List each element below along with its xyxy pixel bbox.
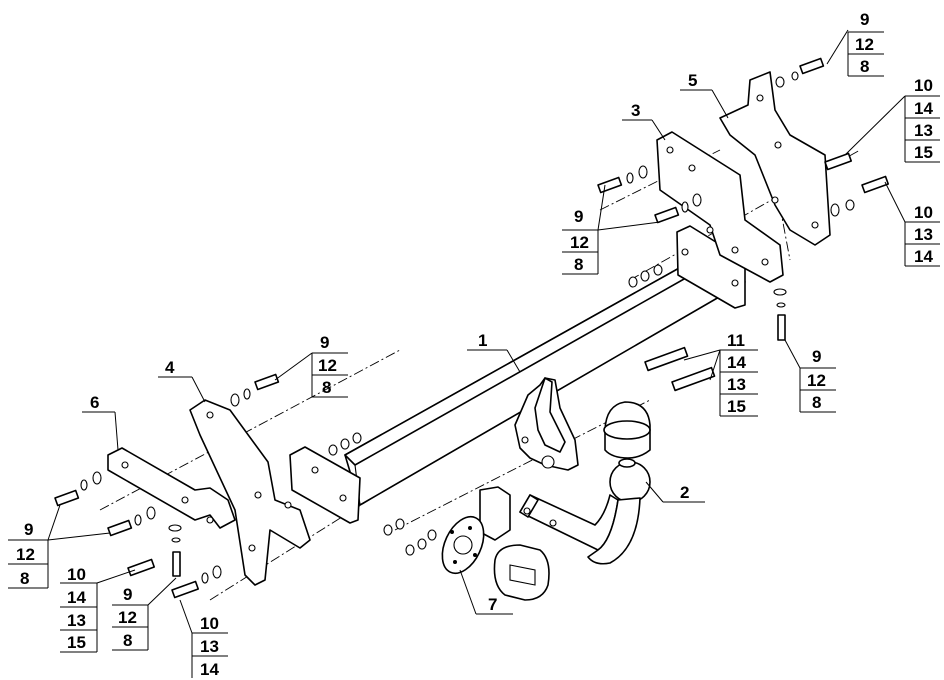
right-side-bracket — [656, 131, 784, 283]
svg-text:9: 9 — [860, 10, 869, 29]
electrical-socket-assembly — [441, 486, 550, 601]
svg-text:12: 12 — [16, 545, 35, 564]
svg-text:7: 7 — [488, 595, 497, 614]
svg-text:5: 5 — [688, 71, 697, 90]
svg-text:13: 13 — [67, 611, 86, 630]
svg-text:14: 14 — [67, 588, 86, 607]
svg-text:13: 13 — [914, 121, 933, 140]
callout-stack-right-bolt: 9 12 8 — [784, 339, 836, 413]
callout-3: 3 — [622, 101, 666, 141]
svg-text:10: 10 — [200, 614, 219, 633]
crossbar-tube — [289, 225, 746, 524]
svg-text:9: 9 — [574, 207, 583, 226]
svg-text:12: 12 — [318, 356, 337, 375]
fasteners — [54, 57, 890, 599]
svg-text:6: 6 — [90, 393, 99, 412]
callout-7: 7 — [459, 569, 513, 615]
left-side-bracket — [189, 399, 311, 586]
callout-stack-bottom: 10 13 14 — [179, 599, 228, 679]
left-extension-plate — [107, 447, 236, 529]
svg-text:8: 8 — [322, 378, 331, 397]
svg-text:1: 1 — [478, 331, 487, 350]
svg-text:15: 15 — [67, 633, 86, 652]
svg-text:14: 14 — [914, 247, 933, 266]
svg-text:12: 12 — [855, 35, 874, 54]
svg-text:9: 9 — [812, 347, 821, 366]
svg-text:9: 9 — [24, 520, 33, 539]
svg-text:12: 12 — [807, 371, 826, 390]
callout-stack-mid-right: 9 12 8 — [562, 184, 661, 275]
svg-text:8: 8 — [574, 255, 583, 274]
svg-text:10: 10 — [914, 76, 933, 95]
callout-6: 6 — [82, 393, 119, 451]
svg-text:13: 13 — [200, 637, 219, 656]
svg-text:9: 9 — [123, 585, 132, 604]
svg-text:14: 14 — [200, 660, 219, 679]
callout-stack-bolt-11: 11 14 13 15 — [683, 331, 758, 417]
callout-stack-left-center: 9 12 8 — [112, 577, 177, 651]
callout-stack-top-right: 9 12 8 — [826, 10, 884, 77]
svg-text:13: 13 — [914, 225, 933, 244]
svg-text:4: 4 — [165, 358, 175, 377]
svg-text:14: 14 — [727, 353, 746, 372]
callout-stack-left-top: 9 12 8 — [274, 333, 348, 398]
svg-text:12: 12 — [118, 608, 137, 627]
callout-1: 1 — [467, 331, 521, 373]
svg-text:2: 2 — [680, 483, 689, 502]
callout-5: 5 — [680, 71, 729, 119]
right-extension-plate — [719, 71, 831, 246]
svg-text:8: 8 — [860, 57, 869, 76]
callout-stack-left-lower: 10 14 13 15 — [60, 565, 136, 653]
svg-text:10: 10 — [914, 203, 933, 222]
svg-text:13: 13 — [727, 375, 746, 394]
svg-text:15: 15 — [914, 143, 933, 162]
svg-text:12: 12 — [570, 233, 589, 252]
svg-text:8: 8 — [20, 569, 29, 588]
svg-text:15: 15 — [727, 397, 746, 416]
callout-stack-left: 9 12 8 — [8, 504, 111, 589]
svg-text:14: 14 — [914, 99, 933, 118]
svg-text:8: 8 — [812, 393, 821, 412]
svg-text:8: 8 — [123, 631, 132, 650]
callout-2: 2 — [645, 481, 705, 503]
callout-4: 4 — [158, 358, 206, 403]
svg-text:9: 9 — [320, 333, 329, 352]
svg-text:10: 10 — [67, 565, 86, 584]
callout-stack-right-upper: 10 14 13 15 — [844, 76, 940, 163]
tow-ball-assembly — [519, 401, 651, 565]
callout-stack-right-lower: 10 13 14 — [884, 181, 940, 267]
svg-text:11: 11 — [727, 331, 745, 350]
svg-text:3: 3 — [631, 101, 640, 120]
